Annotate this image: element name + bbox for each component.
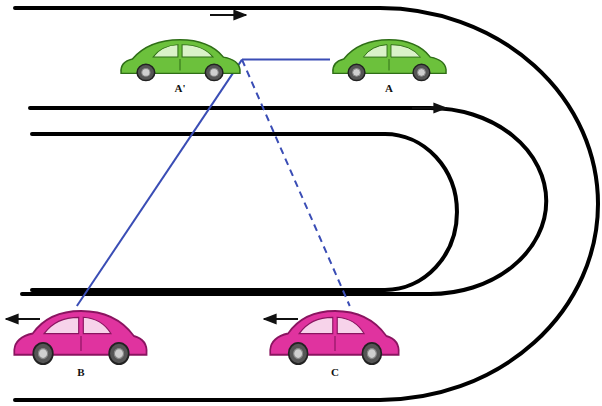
- wheel-hub: [210, 69, 218, 77]
- road-outer-edge: [15, 8, 598, 400]
- car-wheel: [362, 343, 381, 364]
- sight-line: [77, 60, 242, 306]
- wheel-hub: [353, 69, 361, 77]
- wheel-hub: [418, 69, 426, 77]
- road-median-outer: [22, 108, 546, 294]
- car-wheel: [33, 343, 53, 364]
- wheel-hub: [294, 349, 303, 359]
- car: C: [268, 306, 402, 379]
- direction-arrow: [264, 318, 298, 320]
- car-window: [337, 317, 364, 333]
- sight-line: [242, 59, 330, 61]
- car-window: [182, 45, 213, 57]
- car-label: A: [383, 82, 395, 95]
- car-label: B: [75, 366, 86, 379]
- car-picture: [330, 36, 448, 82]
- car-picture: [268, 306, 402, 366]
- car-wheel: [413, 64, 430, 80]
- car-picture: [12, 306, 150, 366]
- car-window: [363, 45, 387, 57]
- car-wheel: [348, 64, 365, 80]
- car-wheel: [137, 64, 155, 80]
- car: B: [12, 306, 150, 379]
- wheel-hub: [38, 349, 47, 359]
- car-label: C: [329, 366, 341, 379]
- car-window: [44, 317, 78, 333]
- car-picture: [118, 36, 242, 82]
- wheel-hub: [114, 349, 123, 359]
- car: A': [118, 36, 242, 95]
- direction-arrow: [412, 107, 446, 109]
- car-door-line: [389, 59, 390, 71]
- car-door-line: [80, 336, 81, 351]
- wheel-hub: [367, 349, 376, 359]
- car: A: [330, 36, 448, 95]
- car-window: [83, 317, 111, 333]
- car-door-line: [334, 336, 335, 351]
- car-window: [391, 45, 421, 57]
- car-label: A': [173, 82, 188, 95]
- wheel-hub: [142, 69, 150, 77]
- car-wheel: [289, 343, 308, 364]
- sight-line: [242, 60, 350, 306]
- road-median-inner: [32, 134, 457, 290]
- car-window: [299, 317, 333, 333]
- car-window: [153, 45, 178, 57]
- direction-arrow: [6, 318, 40, 320]
- car-wheel: [205, 64, 223, 80]
- car-door-line: [179, 59, 180, 71]
- direction-arrow: [210, 14, 246, 16]
- car-wheel: [109, 343, 129, 364]
